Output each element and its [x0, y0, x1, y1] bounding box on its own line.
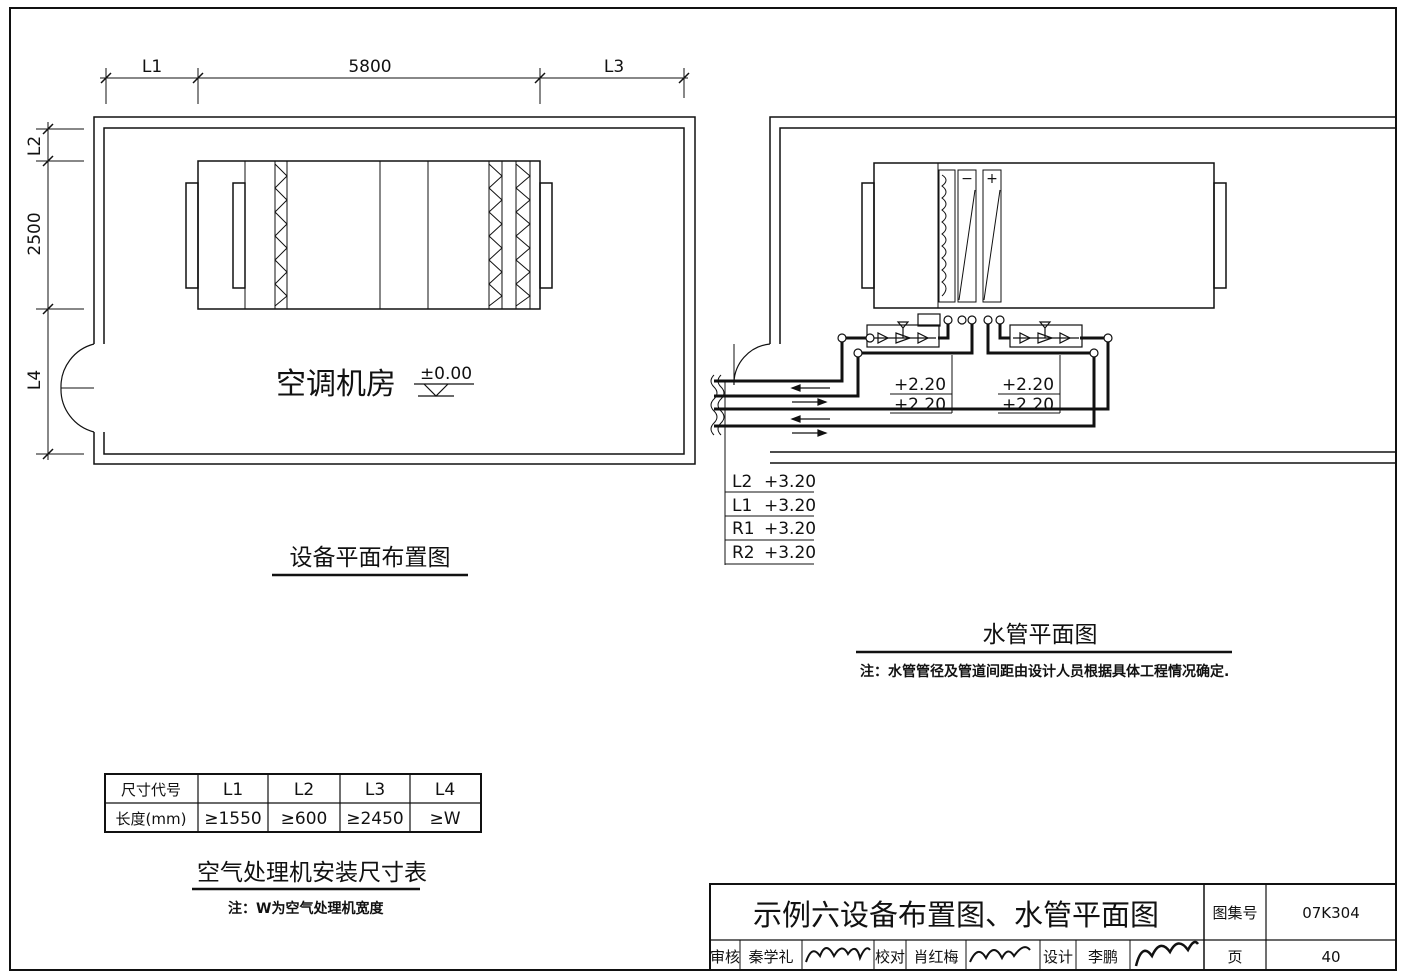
table-header-l3: L3 [365, 780, 385, 800]
table-row-label: 长度(mm) [116, 810, 187, 828]
title-block: 示例六设备布置图、水管平面图 图集号 07K304 页 40 审核 秦学礼 校对… [709, 883, 1397, 971]
pipe-plan-title: 水管平面图 [983, 622, 1098, 648]
sheet-border [9, 7, 1397, 971]
pipe-r1-code: R1 [732, 519, 755, 539]
elev-right-upper: +2.20 [1002, 375, 1054, 395]
checker-signature [969, 946, 1031, 963]
pipe-plan-note: 注：水管管径及管道间距由设计人员根据具体工程情况确定. [860, 663, 1229, 680]
dim-left-2500: 2500 [25, 212, 45, 255]
size-table-note: 注：W为空气处理机宽度 [228, 900, 384, 917]
room-label: 空调机房 [276, 367, 396, 402]
dim-top-l3: L3 [604, 57, 624, 77]
equipment-plan: L1 5800 L3 L2 2500 L4 [25, 57, 696, 577]
size-table-title: 空气处理机安装尺寸表 [197, 860, 427, 886]
designer-signature [1134, 940, 1200, 967]
dim-top-l1: L1 [142, 57, 162, 77]
heating-coil-sign: + [986, 171, 998, 187]
dim-left-l2: L2 [25, 136, 45, 156]
table-value-l1: ≥1550 [204, 809, 262, 829]
pipe-r2-code: R2 [732, 543, 755, 563]
size-table: 尺寸代号 L1 L2 L3 L4 长度(mm) ≥1550 ≥600 ≥2450… [104, 773, 482, 917]
table-header-code: 尺寸代号 [121, 781, 181, 799]
reviewer-name: 秦学礼 [748, 948, 793, 966]
table-value-l4: ≥W [429, 809, 460, 829]
air-handling-unit [185, 160, 553, 310]
dim-top-5800: 5800 [348, 57, 391, 77]
pipe-l2-elev: +3.20 [764, 472, 816, 492]
designer-name: 李鹏 [1088, 948, 1118, 966]
water-pipe-plan: − + [710, 116, 1395, 680]
elevation-label: ±0.00 [420, 364, 472, 384]
atlas-number: 07K304 [1302, 904, 1360, 922]
reviewer-signature [805, 947, 871, 963]
table-header-l2: L2 [294, 780, 314, 800]
drawing-title: 示例六设备布置图、水管平面图 [753, 898, 1159, 932]
atlas-label: 图集号 [1212, 904, 1257, 922]
table-value-l3: ≥2450 [346, 809, 404, 829]
checker-name: 肖红梅 [913, 948, 958, 966]
pipe-r2-elev: +3.20 [764, 543, 816, 563]
elev-right-lower: +2.20 [1002, 395, 1054, 415]
elev-left-upper: +2.20 [894, 375, 946, 395]
elev-left-lower: +2.20 [894, 395, 946, 415]
table-value-l2: ≥600 [281, 809, 328, 829]
table-header-l1: L1 [223, 780, 243, 800]
pipe-l1-code: L1 [732, 496, 752, 516]
table-header-l4: L4 [435, 780, 455, 800]
page-number: 40 [1321, 948, 1340, 966]
dim-left-l4: L4 [25, 370, 45, 390]
page-label: 页 [1227, 948, 1242, 966]
pipe-l1-elev: +3.20 [764, 496, 816, 516]
pipe-l2-code: L2 [732, 472, 752, 492]
review-label: 审核 [710, 948, 740, 966]
cooling-coil-sign: − [961, 171, 973, 187]
check-label: 校对 [875, 948, 905, 966]
design-label: 设计 [1043, 948, 1073, 966]
pipe-r1-elev: +3.20 [764, 519, 816, 539]
plan-title: 设备平面布置图 [290, 545, 451, 571]
